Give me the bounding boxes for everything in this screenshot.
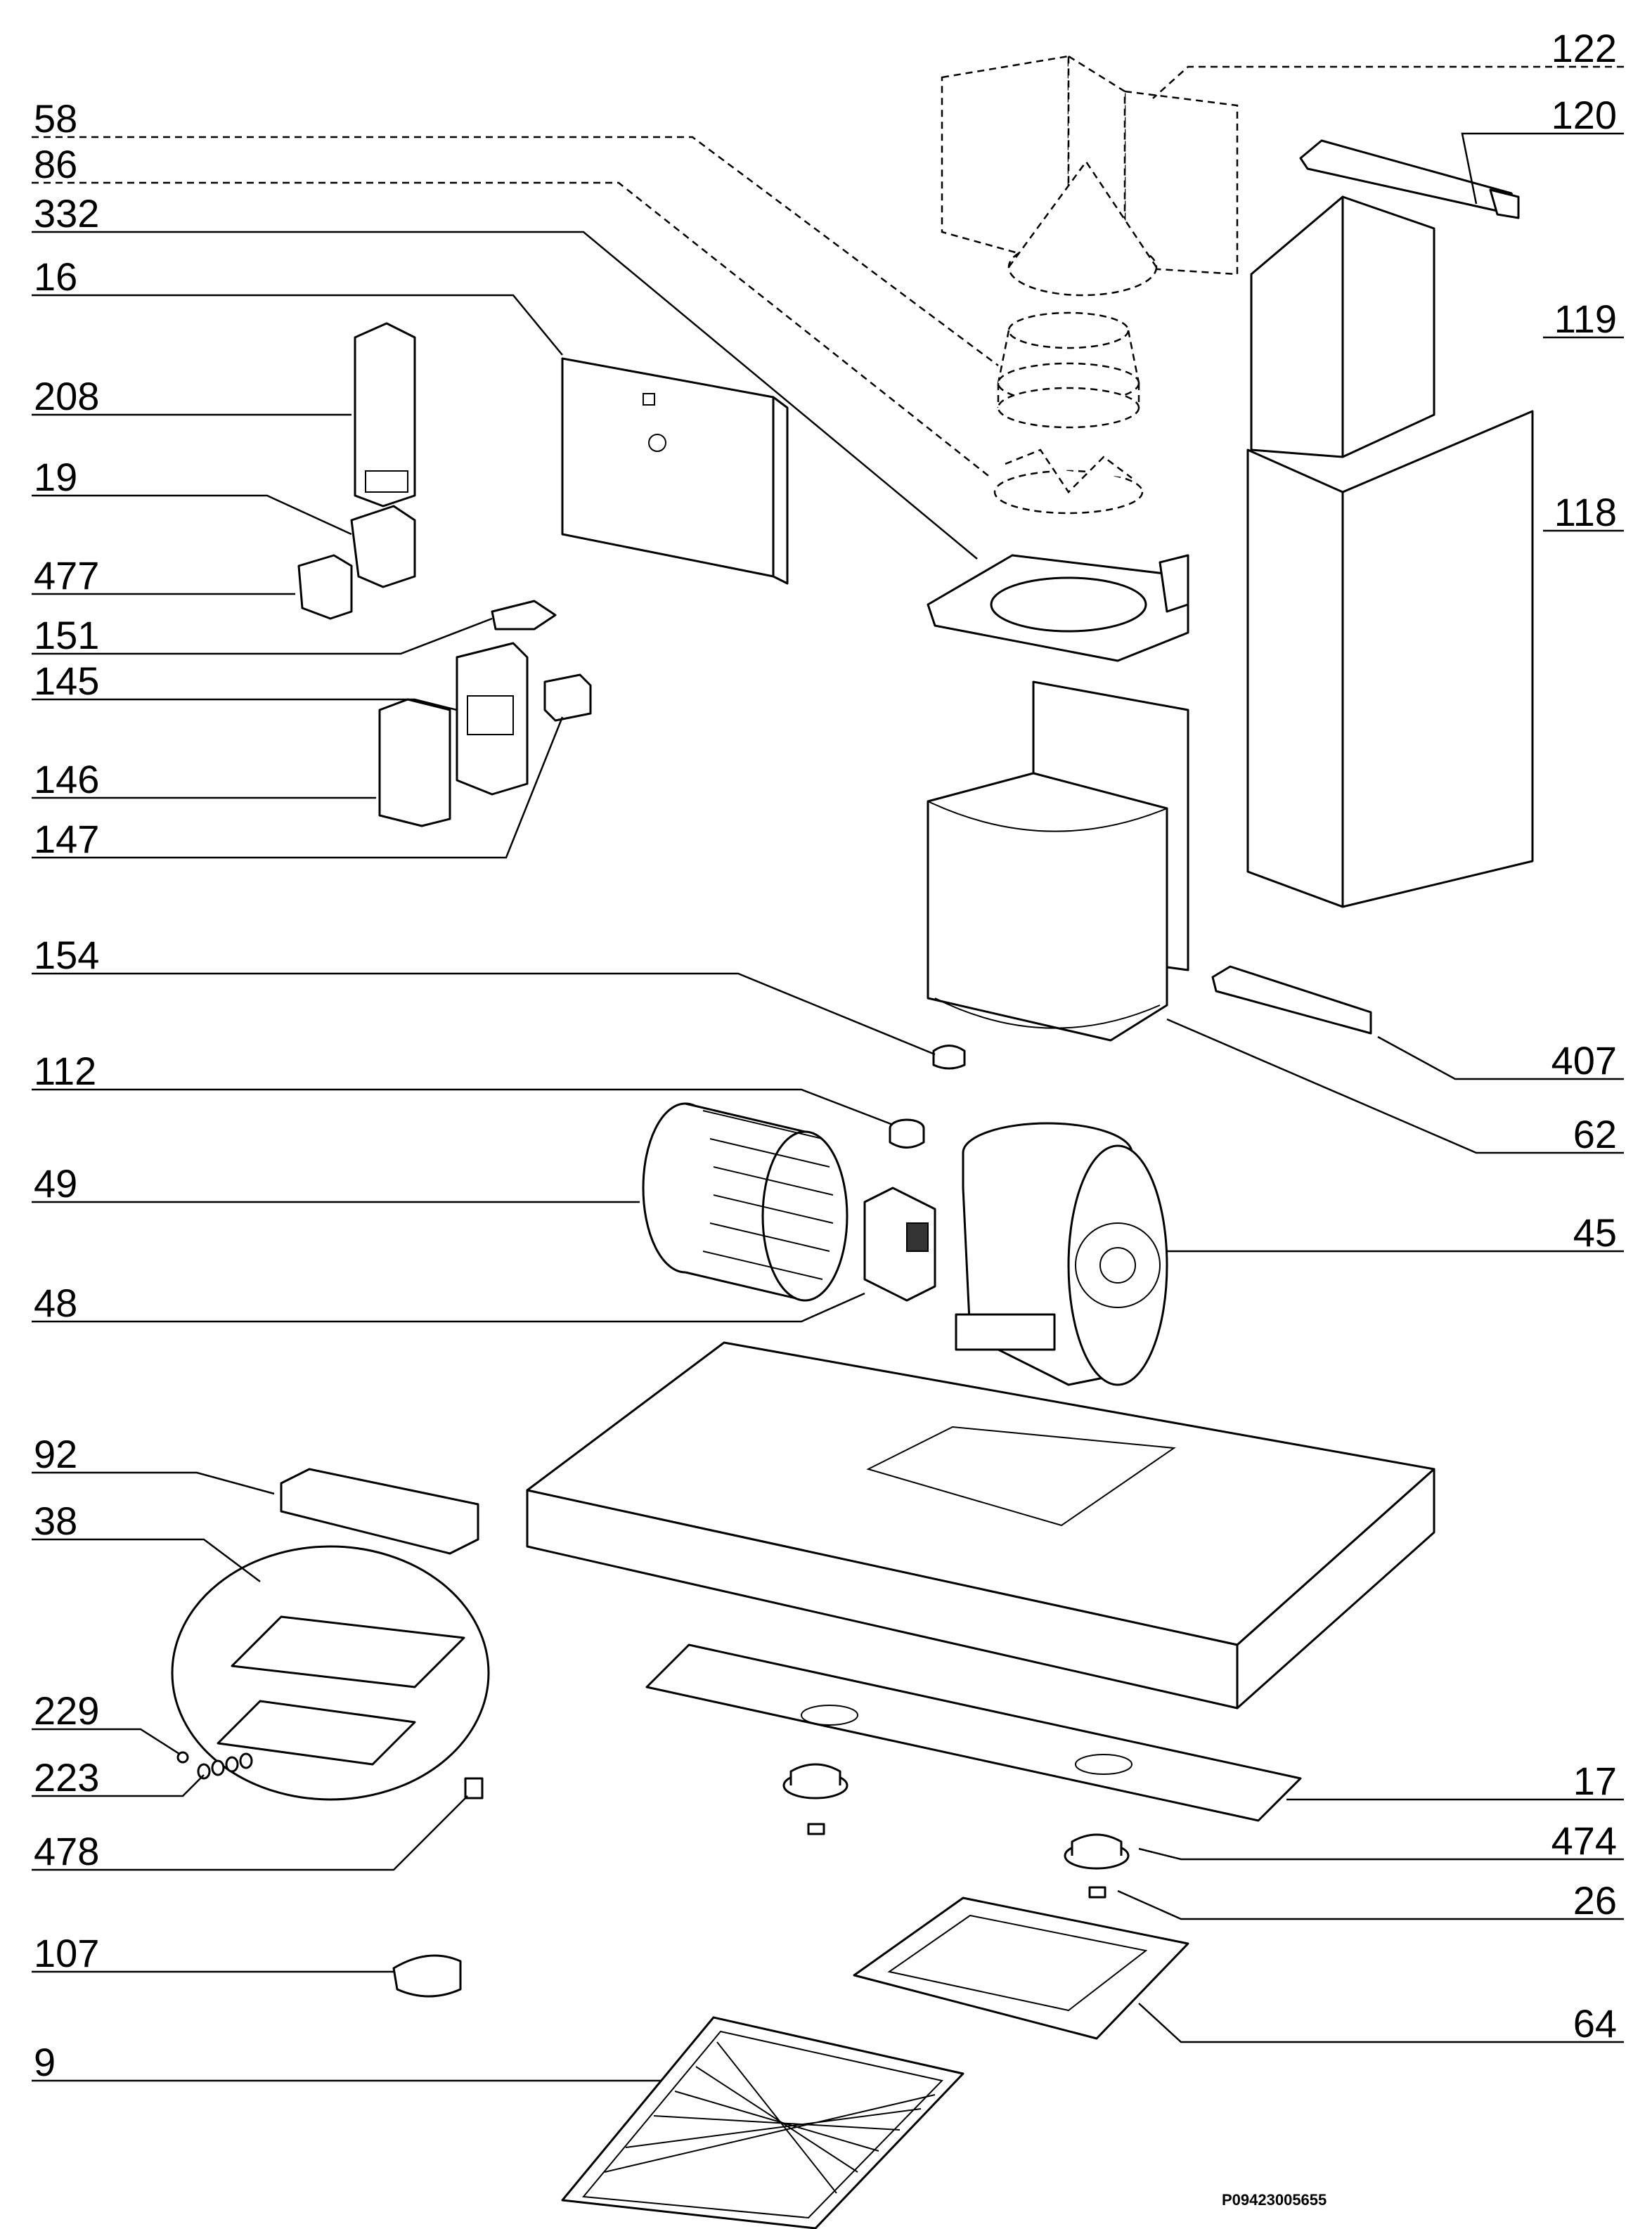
part-92-bracket bbox=[280, 1468, 479, 1555]
part-229-223-buttons bbox=[176, 1751, 253, 1780]
label-112: 112 bbox=[34, 1049, 96, 1093]
label-229: 229 bbox=[34, 1688, 99, 1733]
label-208: 208 bbox=[34, 374, 99, 418]
part-38-control-module bbox=[171, 1545, 490, 1801]
label-9: 9 bbox=[34, 2040, 56, 2084]
label-407: 407 bbox=[1551, 1038, 1617, 1083]
part-64-filter-frame bbox=[853, 1897, 1189, 2040]
part-45-motor bbox=[955, 1122, 1168, 1386]
part-112-cap bbox=[889, 1118, 925, 1149]
label-122: 122 bbox=[1551, 26, 1617, 70]
label-26: 26 bbox=[1573, 1878, 1617, 1923]
part-107-clip bbox=[392, 1954, 462, 1998]
part-146-box bbox=[378, 698, 451, 827]
part-hood-canopy bbox=[526, 1341, 1435, 1710]
part-19-holder bbox=[350, 505, 416, 588]
part-122-duct bbox=[941, 54, 1239, 297]
label-58: 58 bbox=[34, 96, 77, 141]
part-332-top-plate bbox=[927, 554, 1189, 662]
label-118: 118 bbox=[1554, 490, 1617, 534]
part-120-bracket bbox=[1299, 139, 1520, 219]
part-9-grease-filter bbox=[561, 2016, 964, 2229]
label-474: 474 bbox=[1551, 1818, 1617, 1863]
part-48-capacitor bbox=[863, 1187, 936, 1302]
label-107: 107 bbox=[34, 1931, 99, 1975]
part-477-cover bbox=[297, 554, 353, 620]
label-223: 223 bbox=[34, 1755, 99, 1800]
part-147-terminal bbox=[543, 673, 592, 722]
label-62: 62 bbox=[1573, 1112, 1617, 1156]
label-38: 38 bbox=[34, 1499, 77, 1543]
label-120: 120 bbox=[1551, 93, 1617, 137]
part-62-motor-housing bbox=[927, 680, 1189, 1042]
label-17: 17 bbox=[1573, 1759, 1617, 1803]
label-48: 48 bbox=[34, 1281, 77, 1325]
label-477: 477 bbox=[34, 553, 99, 597]
label-332: 332 bbox=[34, 191, 99, 235]
label-64: 64 bbox=[1573, 2001, 1617, 2046]
part-58-adapter bbox=[997, 311, 1140, 429]
part-17-strip bbox=[645, 1643, 1302, 1822]
label-147: 147 bbox=[34, 817, 99, 861]
label-154: 154 bbox=[34, 933, 99, 977]
label-92: 92 bbox=[34, 1432, 77, 1476]
label-49: 49 bbox=[34, 1161, 77, 1206]
part-118-lower-chimney bbox=[1246, 410, 1534, 908]
part-16-mounting-plate bbox=[561, 357, 789, 585]
part-151-knob bbox=[491, 600, 557, 631]
part-145-switch bbox=[456, 642, 529, 796]
part-49-fan-wheel bbox=[642, 1102, 848, 1302]
part-478-clip bbox=[464, 1777, 484, 1800]
reference-code: P09423005655 bbox=[1222, 2191, 1327, 2209]
label-146: 146 bbox=[34, 757, 99, 801]
label-478: 478 bbox=[34, 1829, 99, 1873]
label-145: 145 bbox=[34, 659, 99, 703]
part-26-bulb bbox=[807, 1823, 1106, 1899]
label-119: 119 bbox=[1554, 297, 1617, 341]
part-119-upper-chimney bbox=[1250, 195, 1435, 458]
part-154-clip bbox=[932, 1045, 966, 1070]
label-86: 86 bbox=[34, 142, 77, 186]
label-45: 45 bbox=[1573, 1210, 1617, 1255]
part-208-transformer bbox=[354, 322, 416, 508]
part-labels: 122 120 119 118 407 62 45 17 474 26 64 5… bbox=[34, 26, 1617, 2084]
leader-lines bbox=[32, 65, 1624, 2082]
part-86-damper bbox=[993, 448, 1144, 515]
label-16: 16 bbox=[34, 254, 77, 299]
label-19: 19 bbox=[34, 455, 77, 499]
part-407-bracket bbox=[1211, 965, 1372, 1035]
part-474-lamp-holder bbox=[782, 1763, 1130, 1870]
label-151: 151 bbox=[34, 613, 99, 657]
